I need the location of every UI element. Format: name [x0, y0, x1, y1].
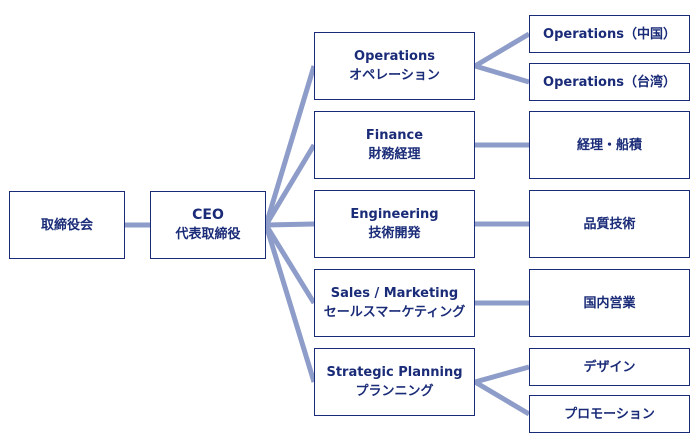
connector-strategic-design [474, 364, 530, 385]
board-label: 取締役会 [40, 217, 93, 233]
board-node: 取締役会 [9, 191, 125, 259]
ceo-node: CEO 代表取締役 [150, 191, 266, 259]
ceo-title: CEO [192, 207, 224, 223]
finance-node: Finance 財務経理 [314, 111, 475, 179]
design-node: デザイン [529, 348, 690, 386]
strategic-title: Strategic Planning [326, 365, 463, 380]
connector-strategic-promotion [473, 379, 531, 417]
promotion-label: プロモーション [564, 406, 655, 422]
operations-taiwan-node: Operations（台湾） [529, 63, 690, 101]
quality-engineering-node: 品質技術 [529, 190, 690, 258]
finance-title: Finance [365, 128, 424, 143]
connector-operations-china [473, 31, 531, 69]
accounting-shipping-node: 経理・船積 [529, 111, 690, 179]
promotion-node: プロモーション [529, 395, 690, 433]
operations-title: Operations [354, 49, 435, 64]
domestic-sales-label: 国内営業 [583, 295, 636, 311]
ceo-subtitle: 代表取締役 [175, 227, 241, 242]
finance-subtitle: 財務経理 [368, 147, 421, 162]
connector-operations-taiwan [474, 63, 530, 85]
accounting-label: 経理・船積 [576, 137, 642, 153]
domestic-sales-node: 国内営業 [529, 269, 690, 337]
operations-china-label: Operations（中国） [543, 26, 676, 42]
engineering-title: Engineering [350, 207, 439, 222]
connector-ceo-finance [263, 143, 317, 227]
engineering-node: Engineering 技術開発 [314, 190, 475, 258]
connector-ceo-sales [263, 223, 317, 305]
connector-ceo-operations [263, 65, 317, 226]
sales-title: Sales / Marketing [330, 286, 459, 301]
sales-subtitle: セールスマーケティング [323, 305, 466, 320]
strategic-planning-node: Strategic Planning プランニング [314, 348, 475, 416]
connector-ceo-strategic [263, 224, 317, 383]
operations-china-node: Operations（中国） [529, 15, 690, 53]
sales-marketing-node: Sales / Marketing セールスマーケティング [314, 269, 475, 337]
operations-taiwan-label: Operations（台湾） [543, 74, 676, 90]
operations-node: Operations オペレーション [314, 32, 475, 100]
strategic-subtitle: プランニング [355, 384, 434, 399]
design-label: デザイン [583, 359, 636, 375]
connector-ceo-engineering [265, 221, 315, 228]
engineering-subtitle: 技術開発 [368, 226, 421, 241]
operations-subtitle: オペレーション [349, 68, 440, 83]
quality-label: 品質技術 [583, 216, 636, 232]
